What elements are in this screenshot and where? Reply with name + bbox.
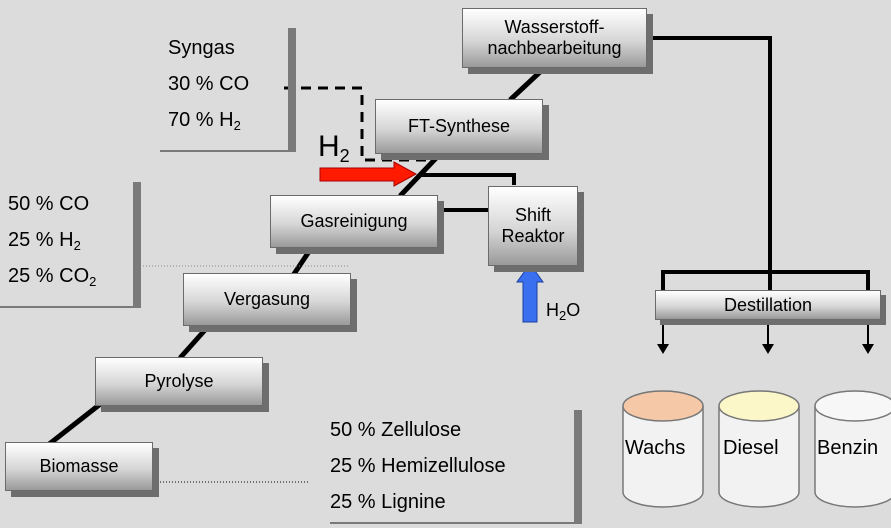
flow-line-ft-wasserstoff (508, 70, 542, 102)
h2-label: H2 (318, 130, 350, 166)
gasmix-bracket-bottom (0, 306, 141, 308)
syngas-co: 30 % CO (168, 73, 250, 95)
h2o-label: H2O (546, 300, 581, 323)
composition-bracket-vertical (574, 410, 582, 524)
product-label-diesel: Diesel (723, 437, 779, 459)
product-label-benzin: Benzin (817, 437, 879, 459)
biomass-composition: 50 % Zellulose 25 % Hemizellulose 25 % L… (330, 412, 506, 520)
composition-hemizellulose: 25 % Hemizellulose (330, 455, 506, 477)
syngas-bracket-bottom (160, 150, 296, 152)
syngas-h2: 70 % H2 (168, 109, 241, 133)
syngas-title: Syngas (168, 37, 235, 59)
biomasse-box: Biomasse (5, 442, 153, 491)
wasserstoff-box: Wasserstoff- nachbearbeitung (462, 8, 647, 68)
composition-zellulose: 50 % Zellulose (330, 419, 462, 441)
flow-line-pyrolyse-vergasung (178, 328, 207, 360)
syngas-pointer (284, 86, 430, 162)
arrowhead-wachs (657, 344, 669, 354)
arrowhead-diesel (762, 344, 774, 354)
h2o-arrow (516, 263, 544, 323)
syngas-bracket-vertical (288, 28, 296, 150)
gasmix-bracket-vertical (133, 182, 141, 308)
h2-arrow (319, 161, 418, 187)
shift-reaktor-box: Shift Reaktor (488, 186, 578, 266)
gasmix-h2: 25 % H2 (8, 229, 81, 253)
product-cylinder-wachs: Wachs (622, 390, 704, 510)
shift-top-line (420, 173, 516, 185)
product-cylinder-benzin: Benzin (814, 390, 891, 510)
gasreinigung-box: Gasreinigung (270, 195, 438, 248)
composition-lignine: 25 % Lignine (330, 491, 446, 513)
ft-synthese-box: FT-Synthese (375, 99, 543, 154)
product-line (650, 36, 772, 290)
product-label-wachs: Wachs (625, 437, 686, 459)
syngas-composition: Syngas 30 % CO 70 % H2 (168, 30, 249, 138)
gasmix-composition: 50 % CO 25 % H2 25 % CO2 (8, 186, 96, 294)
destillation-box: Destillation (655, 290, 881, 320)
distribution-bar (661, 270, 870, 290)
gasmix-co2: 25 % CO2 (8, 265, 97, 289)
gasmix-co: 50 % CO (8, 193, 90, 215)
product-cylinder-diesel: Diesel (718, 390, 800, 510)
vergasung-box: Vergasung (183, 273, 351, 326)
pyrolyse-box: Pyrolyse (95, 357, 263, 406)
arrowhead-benzin (862, 344, 874, 354)
composition-bracket-bottom (330, 522, 582, 524)
